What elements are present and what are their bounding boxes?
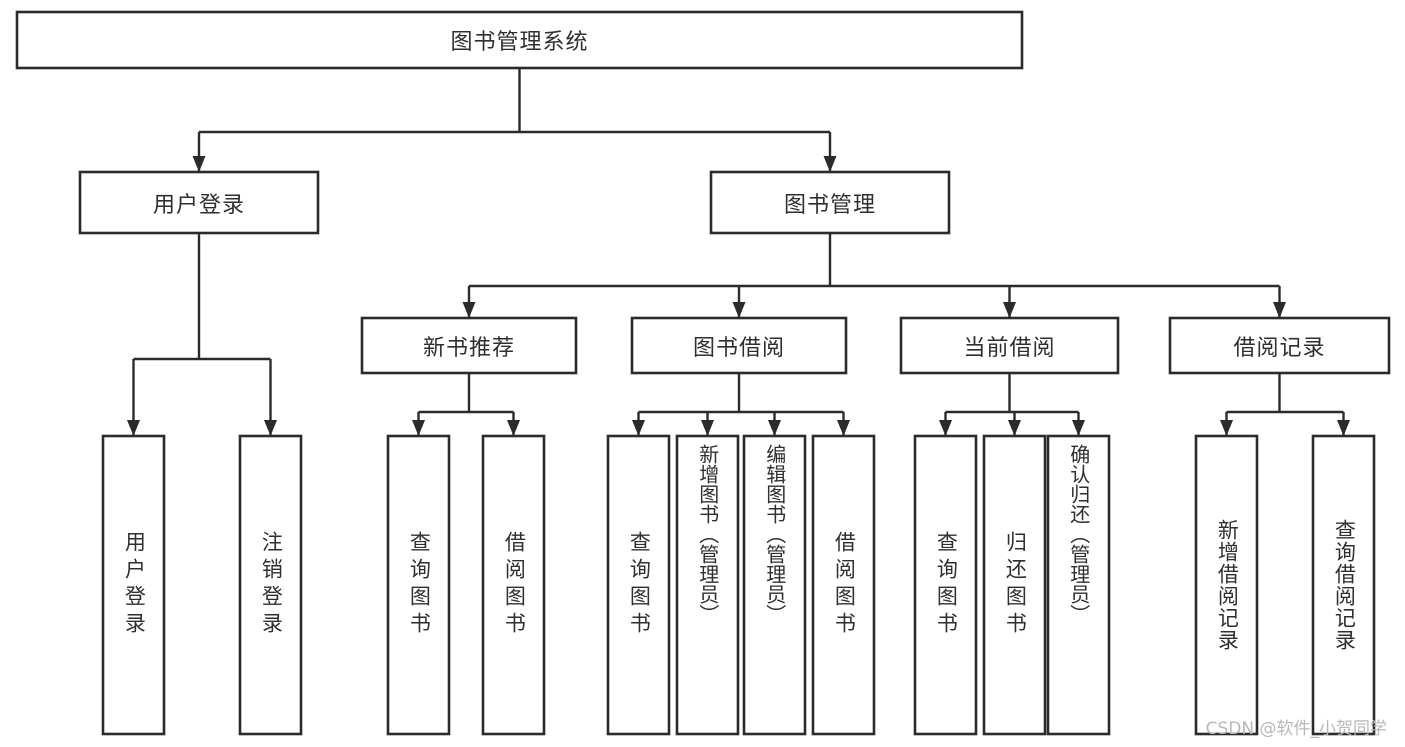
arrow-head-icon <box>939 420 952 436</box>
node-box-leaf-cb-query[interactable] <box>913 434 978 736</box>
node-box-leaf-bb-query[interactable] <box>606 434 671 736</box>
arrow-head-icon <box>837 420 850 436</box>
node-box-borrow-record[interactable] <box>1168 316 1391 375</box>
node-box-root[interactable] <box>15 10 1024 70</box>
node-box-new-book-rec[interactable] <box>360 316 578 375</box>
arrow-head-icon <box>701 420 714 436</box>
arrow-head-icon <box>632 420 645 436</box>
node-box-user-login[interactable] <box>78 170 320 235</box>
node-box-book-manage[interactable] <box>709 170 951 235</box>
arrow-head-icon <box>1008 420 1021 436</box>
node-box-leaf-bb-edit[interactable] <box>742 434 807 736</box>
edges-layer <box>127 68 1350 436</box>
node-box-current-borrow[interactable] <box>899 316 1120 375</box>
arrow-head-icon <box>507 420 520 436</box>
node-box-leaf-cb-return[interactable] <box>982 434 1047 736</box>
node-box-leaf-bb-add[interactable] <box>675 434 740 736</box>
arrow-head-icon <box>768 420 781 436</box>
node-box-leaf-cb-confirm[interactable] <box>1046 434 1111 736</box>
nodes-layer <box>15 10 1391 736</box>
node-box-leaf-user-login[interactable] <box>101 434 166 736</box>
arrow-head-icon <box>1072 420 1085 436</box>
arrow-head-icon <box>823 156 837 172</box>
arrow-head-icon <box>127 420 140 436</box>
arrow-head-icon <box>462 302 476 318</box>
arrow-head-icon <box>1003 302 1016 318</box>
arrow-head-icon <box>192 156 206 172</box>
node-box-leaf-br-query[interactable] <box>1311 434 1376 736</box>
arrow-head-icon <box>732 302 746 318</box>
node-box-leaf-bb-borrow[interactable] <box>811 434 876 736</box>
node-box-leaf-rec-borrow[interactable] <box>481 434 546 736</box>
node-box-leaf-br-add[interactable] <box>1194 434 1259 736</box>
arrow-head-icon <box>1273 302 1286 318</box>
node-box-leaf-rec-query[interactable] <box>386 434 451 736</box>
arrow-head-icon <box>264 420 277 436</box>
arrow-head-icon <box>1337 420 1350 436</box>
node-box-leaf-logout[interactable] <box>238 434 303 736</box>
arrow-head-icon <box>412 420 425 436</box>
node-box-book-borrow[interactable] <box>630 316 848 375</box>
arrow-head-icon <box>1220 420 1233 436</box>
